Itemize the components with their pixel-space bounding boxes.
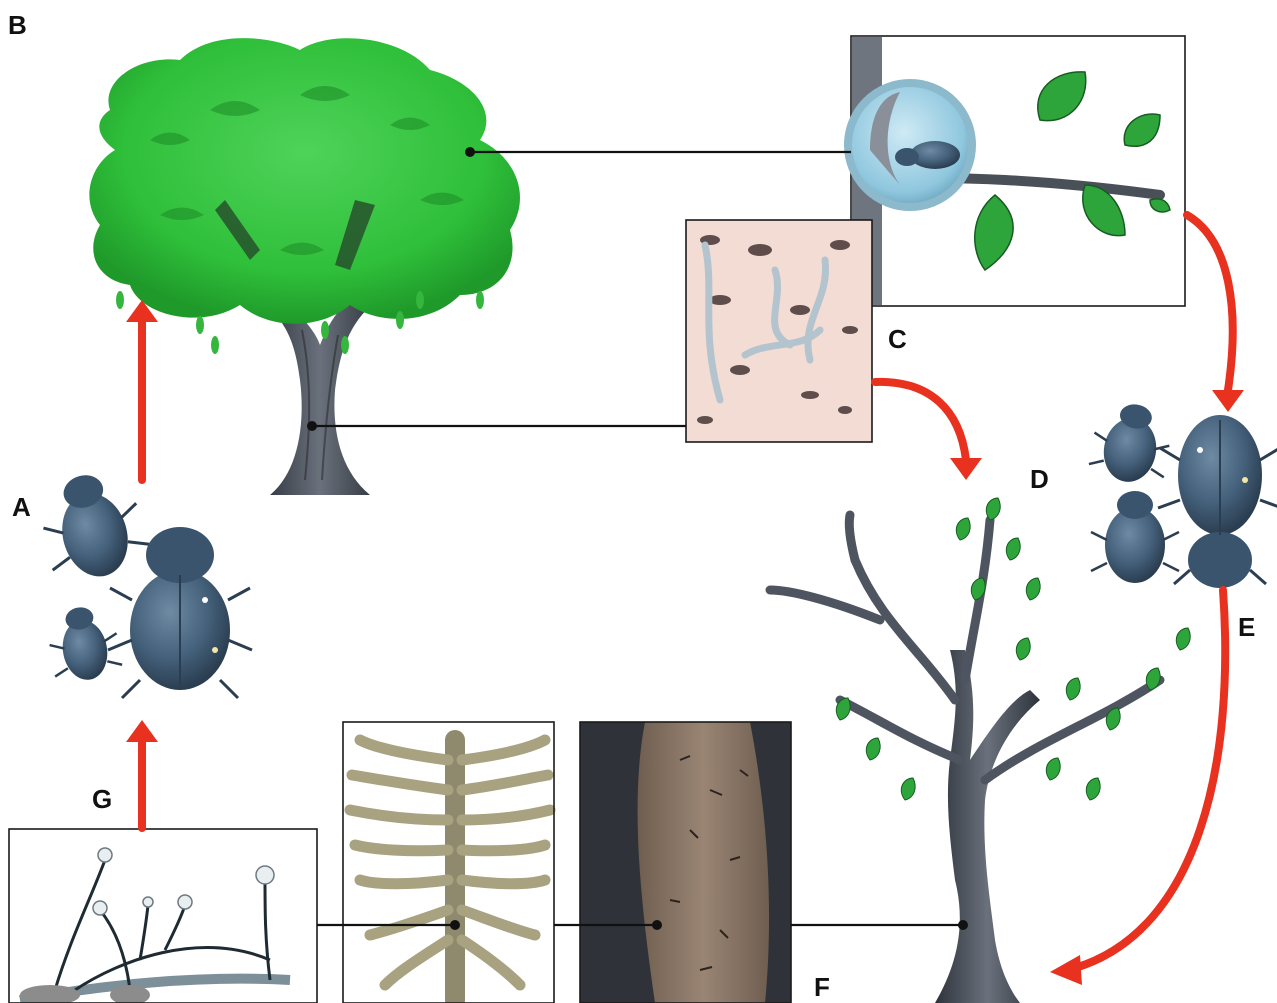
label-a: A bbox=[12, 492, 31, 522]
elm-bark-beetle-group-a bbox=[31, 463, 252, 698]
label-f: F bbox=[814, 972, 830, 1002]
arrow-xylem-to-d bbox=[875, 382, 966, 460]
arrow-c-to-e bbox=[1187, 215, 1233, 390]
elm-bark-beetle-group-e bbox=[1087, 398, 1277, 588]
larval-gallery-inset bbox=[343, 722, 554, 1003]
label-d: D bbox=[1030, 464, 1049, 494]
label-e: E bbox=[1238, 612, 1255, 642]
bark-strip-inset bbox=[580, 722, 791, 1003]
label-g: G bbox=[92, 784, 112, 814]
label-c: C bbox=[888, 324, 907, 354]
connector-dot-gallery bbox=[450, 920, 460, 930]
fungal-synnemata-inset-g bbox=[9, 829, 317, 1003]
connector-dot-bark bbox=[652, 920, 662, 930]
label-b: B bbox=[8, 10, 27, 40]
connector-dot-diseased-trunk bbox=[958, 920, 968, 930]
